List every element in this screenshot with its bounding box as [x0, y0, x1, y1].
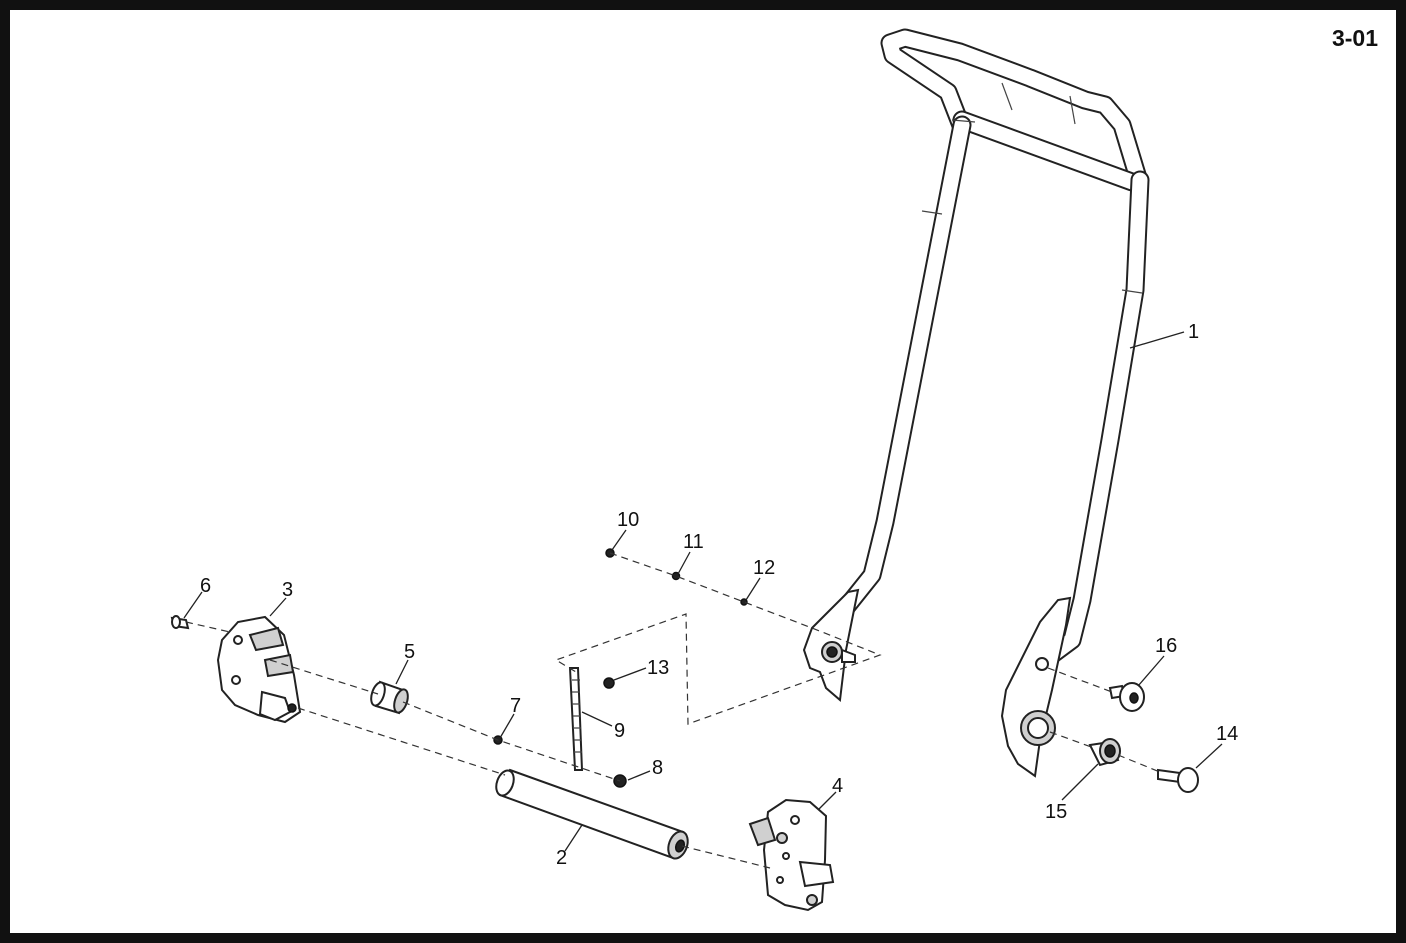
callout-15: 15 — [1045, 801, 1067, 823]
part-9-spring — [568, 667, 584, 771]
callout-7: 7 — [510, 695, 521, 717]
part-13-bolt — [603, 677, 615, 689]
part-14-pin — [1157, 767, 1199, 793]
callout-13: 13 — [647, 657, 669, 679]
part-16-knob — [1108, 682, 1145, 712]
part-1-handle-frame — [802, 28, 1150, 778]
assembly-lines — [185, 552, 1161, 869]
callout-12: 12 — [753, 557, 775, 579]
callout-3: 3 — [282, 579, 293, 601]
callout-9: 9 — [614, 720, 625, 742]
part-11-washer — [671, 571, 681, 581]
part-4-right-side-plate — [748, 798, 835, 912]
callout-16: 16 — [1155, 635, 1177, 657]
callout-4: 4 — [832, 775, 843, 797]
callout-labels: 1 2 3 4 5 6 7 8 9 10 11 12 13 14 15 16 — [200, 321, 1238, 869]
callout-5: 5 — [404, 641, 415, 663]
part-12-washer — [740, 598, 748, 606]
leader-lines — [183, 331, 1223, 852]
part-6-bolt — [170, 615, 190, 630]
callout-8: 8 — [652, 757, 663, 779]
part-15-bushing — [1088, 738, 1121, 767]
callout-6: 6 — [200, 575, 211, 597]
part-3-left-side-plate — [216, 615, 302, 724]
part-2-roller-tube — [495, 768, 689, 860]
callout-1: 1 — [1188, 321, 1199, 343]
callout-14: 14 — [1216, 723, 1238, 745]
part-5-spacer — [370, 680, 409, 715]
callout-10: 10 — [617, 509, 639, 531]
callout-2: 2 — [556, 847, 567, 869]
sheet-id: 3-01 — [1332, 25, 1378, 51]
callout-11: 11 — [683, 531, 704, 553]
